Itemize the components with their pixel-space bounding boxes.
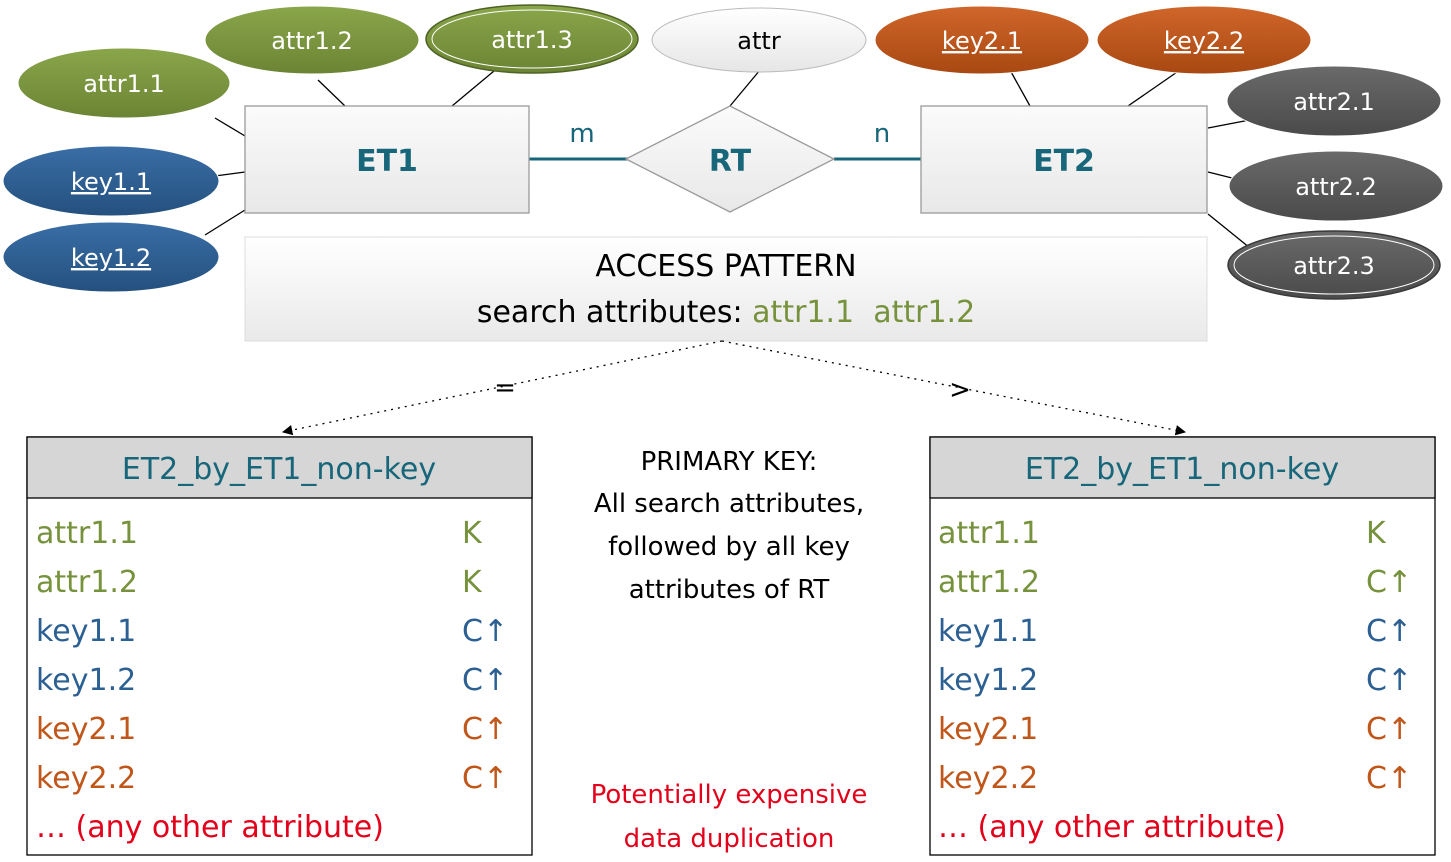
access-pattern-box: ACCESS PATTERN search attributes: attr1.… xyxy=(244,236,1208,342)
attribute-key2-1: key2.1 xyxy=(874,5,1090,75)
cardinality-n: n xyxy=(874,119,890,149)
entity-et1: ET1 xyxy=(244,105,530,214)
table-row-name: … (any other attribute) xyxy=(36,810,384,845)
relationship-rt: RT xyxy=(624,105,836,213)
svg-text:attributes of RT: attributes of RT xyxy=(629,575,830,605)
svg-text:Potentially expensive: Potentially expensive xyxy=(591,780,868,810)
svg-text:attr1.2: attr1.2 xyxy=(271,27,353,55)
duplication-warning: Potentially expensive data duplication xyxy=(591,780,868,854)
table-row-key-marker: C↑ xyxy=(462,712,508,747)
access-pattern-attrs: attr1.1 attr1.2 xyxy=(752,295,975,330)
svg-text:attr2.1: attr2.1 xyxy=(1293,88,1375,116)
dotted-arrows xyxy=(281,340,1187,436)
relationship-rt-label: RT xyxy=(709,144,752,179)
attribute-attr1-1: attr1.1 xyxy=(17,47,231,119)
table-row-key-marker: K xyxy=(1366,516,1387,551)
table-row-name: attr1.2 xyxy=(36,565,138,600)
table-left-title: ET2_by_ET1_non-key xyxy=(122,452,436,487)
access-pattern-title: ACCESS PATTERN xyxy=(595,249,856,284)
attribute-key1-1: key1.1 xyxy=(2,145,220,217)
table-row-key-marker: K xyxy=(462,565,483,600)
table-row-name: key2.1 xyxy=(938,712,1038,747)
table-row-name: attr1.2 xyxy=(938,565,1040,600)
svg-text:attr1.3: attr1.3 xyxy=(491,26,573,54)
entity-et2-label: ET2 xyxy=(1033,144,1095,179)
attribute-connectors xyxy=(204,65,1261,249)
table-row-name: key2.1 xyxy=(36,712,136,747)
attribute-attr2-3: attr2.3 xyxy=(1227,230,1441,300)
attribute-attr: attr xyxy=(651,7,867,73)
table-row-key-marker: C↑ xyxy=(1366,712,1412,747)
table-row-key-marker: C↑ xyxy=(1366,761,1412,796)
table-row-name: key1.2 xyxy=(36,663,136,698)
table-row-name: … (any other attribute) xyxy=(938,810,1286,845)
table-row-name: key1.1 xyxy=(938,614,1038,649)
attribute-attr1-2: attr1.2 xyxy=(204,5,420,75)
svg-text:key1.2: key1.2 xyxy=(71,244,151,272)
svg-text:key1.1: key1.1 xyxy=(71,168,151,196)
table-row-name: attr1.1 xyxy=(36,516,138,551)
svg-text:attr1.1: attr1.1 xyxy=(83,70,165,98)
table-row-key-marker: C↑ xyxy=(1366,614,1412,649)
table-row-key-marker: C↑ xyxy=(462,663,508,698)
svg-text:All search attributes,: All search attributes, xyxy=(594,489,864,519)
svg-text:attr2.3: attr2.3 xyxy=(1293,252,1375,280)
access-pattern-prefix: search attributes: xyxy=(477,295,743,330)
attribute-attr1-3: attr1.3 xyxy=(425,4,639,74)
attribute-key1-2: key1.2 xyxy=(2,221,220,293)
table-row-name: attr1.1 xyxy=(938,516,1040,551)
table-row-key-marker: C↑ xyxy=(462,614,508,649)
svg-text:attr2.2: attr2.2 xyxy=(1295,173,1377,201)
cardinality-m: m xyxy=(569,119,594,149)
svg-text:PRIMARY KEY:: PRIMARY KEY: xyxy=(641,447,818,477)
table-row-name: key2.2 xyxy=(938,761,1038,796)
table-row-name: key1.1 xyxy=(36,614,136,649)
attribute-attr2-2: attr2.2 xyxy=(1228,150,1444,222)
access-pattern-line: search attributes: attr1.1 attr1.2 xyxy=(477,295,975,330)
entity-et1-label: ET1 xyxy=(356,144,418,179)
attribute-attr2-1: attr2.1 xyxy=(1226,65,1442,137)
table-row-name: key2.2 xyxy=(36,761,136,796)
table-row-key-marker: C↑ xyxy=(1366,663,1412,698)
table-right-title: ET2_by_ET1_non-key xyxy=(1025,452,1339,487)
svg-text:key2.1: key2.1 xyxy=(942,27,1022,55)
operator-equals: = xyxy=(494,373,516,403)
svg-text:attr: attr xyxy=(737,27,781,55)
svg-text:followed by all key: followed by all key xyxy=(608,532,850,562)
table-row-key-marker: C↑ xyxy=(462,761,508,796)
table-row-key-marker: K xyxy=(462,516,483,551)
primary-key-note: PRIMARY KEY: All search attributes, foll… xyxy=(594,447,864,605)
entity-et2: ET2 xyxy=(920,105,1208,214)
operator-greater: > xyxy=(949,375,971,405)
svg-text:data duplication: data duplication xyxy=(624,824,835,854)
table-row-key-marker: C↑ xyxy=(1366,565,1412,600)
table-row-name: key1.2 xyxy=(938,663,1038,698)
attribute-key2-2: key2.2 xyxy=(1096,5,1312,75)
svg-text:key2.2: key2.2 xyxy=(1164,27,1244,55)
